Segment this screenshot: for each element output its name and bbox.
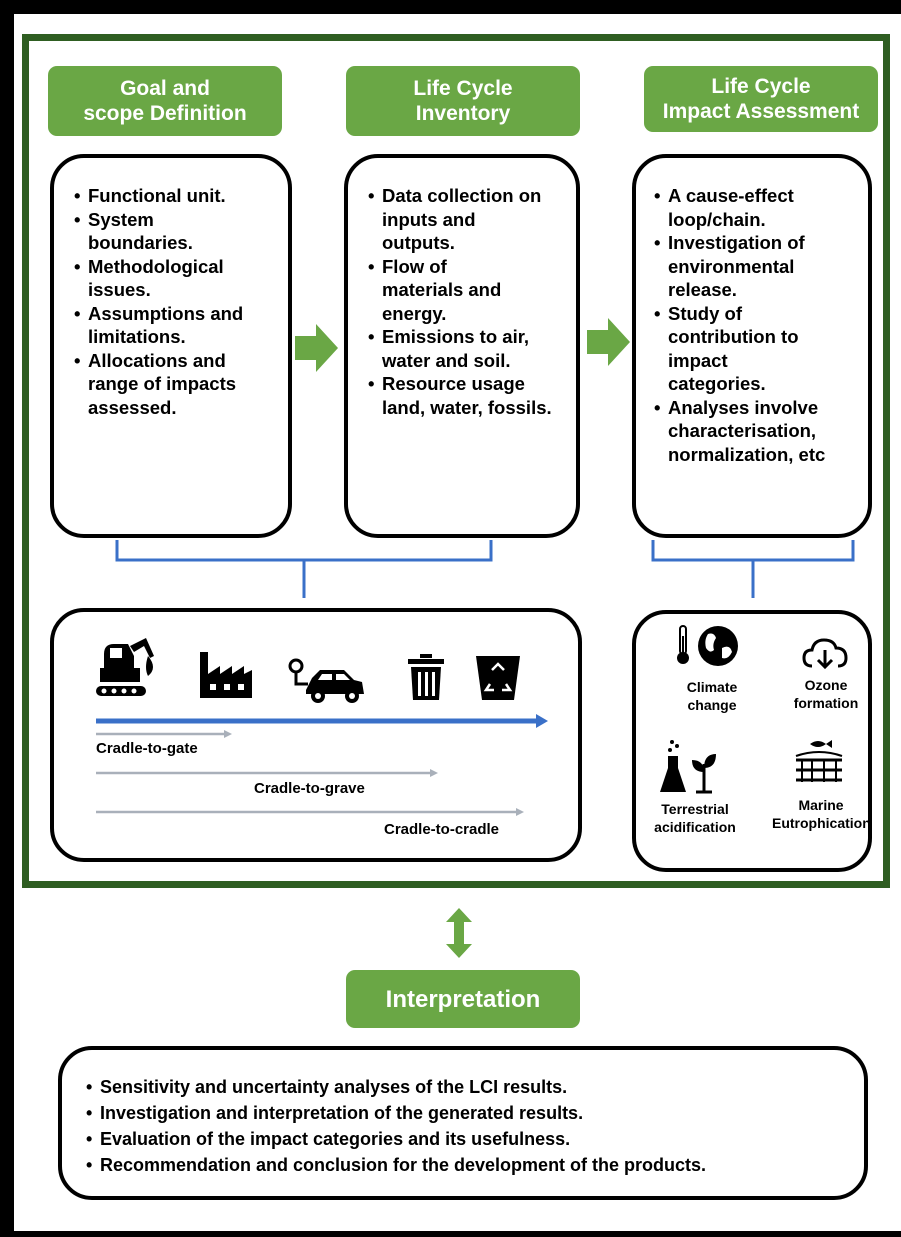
list-item: System boundaries. bbox=[74, 208, 278, 255]
climate-label-line1: Climate bbox=[686, 679, 738, 695]
climate-change-label: Climate change bbox=[670, 678, 754, 714]
flask-plant-icon bbox=[660, 740, 716, 794]
inventory-box: Data collection on inputs and outputs. F… bbox=[344, 154, 580, 538]
goal-scope-box: Functional unit. System boundaries. Meth… bbox=[50, 154, 292, 538]
double-arrow-icon bbox=[446, 908, 472, 958]
list-item: Resource usage land, water, fossils. bbox=[368, 372, 566, 419]
recycle-bin-icon bbox=[476, 656, 520, 700]
list-item: Methodological issues. bbox=[74, 255, 278, 302]
ozone-cloud-icon bbox=[802, 638, 848, 670]
goal-scope-title-line1: Goal and bbox=[120, 77, 210, 100]
impact-title-line2: Impact Assessment bbox=[662, 100, 860, 123]
list-item: Assumptions and limitations. bbox=[74, 302, 278, 349]
list-item: A cause-effect loop/chain. bbox=[654, 184, 860, 231]
bracket-connectors bbox=[115, 540, 855, 598]
list-item: Recommendation and conclusion for the de… bbox=[86, 1152, 854, 1178]
excavator-icon bbox=[96, 638, 154, 696]
interpretation-box: Sensitivity and uncertainty analyses of … bbox=[58, 1046, 868, 1200]
impact-list: A cause-effect loop/chain. Investigation… bbox=[654, 184, 860, 466]
impact-assessment-box: A cause-effect loop/chain. Investigation… bbox=[632, 154, 872, 538]
electric-car-icon bbox=[288, 658, 364, 703]
list-item: Data collection on inputs and outputs. bbox=[368, 184, 566, 255]
list-item: Investigation and interpretation of the … bbox=[86, 1100, 854, 1126]
factory-icon bbox=[200, 652, 252, 698]
marine-eutrophication-label: Marine Eutrophication bbox=[772, 796, 871, 832]
goal-scope-title: Goal and scope Definition bbox=[48, 66, 282, 136]
impact-title-line1: Life Cycle bbox=[711, 75, 811, 98]
inventory-title: Life Cycle Inventory bbox=[346, 66, 580, 136]
terrestrial-label-line2: acidification bbox=[654, 819, 736, 835]
inventory-title-line1: Life Cycle bbox=[413, 77, 513, 100]
marine-fish-icon bbox=[795, 740, 843, 782]
inventory-list: Data collection on inputs and outputs. F… bbox=[368, 184, 566, 419]
lifecycle-arrows bbox=[96, 714, 548, 816]
climate-change-icon bbox=[677, 625, 738, 666]
cradle-to-grave-label: Cradle-to-grave bbox=[254, 780, 365, 797]
list-item: Sensitivity and uncertainty analyses of … bbox=[86, 1074, 854, 1100]
cradle-to-cradle-label: Cradle-to-cradle bbox=[384, 821, 500, 838]
list-item: Allocations and range of impacts assesse… bbox=[74, 349, 278, 420]
list-item: Functional unit. bbox=[74, 184, 278, 208]
impact-assessment-title: Life Cycle Impact Assessment bbox=[644, 66, 878, 132]
ozone-formation-label: Ozone formation bbox=[784, 676, 868, 712]
goal-scope-title-line2: scope Definition bbox=[83, 102, 247, 125]
list-item: Investigation of environmental release. bbox=[654, 231, 860, 302]
ozone-label-line2: formation bbox=[793, 695, 859, 711]
terrestrial-acidification-label: Terrestrial acidification bbox=[648, 800, 742, 836]
climate-label-line2: change bbox=[687, 697, 737, 713]
goal-scope-list: Functional unit. System boundaries. Meth… bbox=[74, 184, 278, 419]
interpretation-list: Sensitivity and uncertainty analyses of … bbox=[86, 1074, 854, 1178]
list-item: Evaluation of the impact categories and … bbox=[86, 1126, 854, 1152]
marine-label-line2: Eutrophication bbox=[772, 815, 871, 831]
arrow-right-icon bbox=[295, 324, 338, 372]
list-item: Analyses involve characterisation, norma… bbox=[654, 396, 860, 467]
lca-framework-frame bbox=[22, 34, 890, 888]
interpretation-title: Interpretation bbox=[346, 970, 580, 1028]
list-item: Study of contribution to impact categori… bbox=[654, 302, 860, 396]
ozone-label-line1: Ozone bbox=[804, 677, 848, 693]
list-item: Emissions to air, water and soil. bbox=[368, 325, 566, 372]
inventory-title-line2: Inventory bbox=[415, 102, 511, 125]
cradle-to-gate-label: Cradle-to-gate bbox=[96, 740, 198, 757]
terrestrial-label-line1: Terrestrial bbox=[661, 801, 729, 817]
trash-bin-icon bbox=[408, 654, 444, 700]
marine-label-line1: Marine bbox=[798, 797, 844, 813]
arrow-right-icon bbox=[587, 318, 630, 366]
list-item: Flow of materials and energy. bbox=[368, 255, 566, 326]
